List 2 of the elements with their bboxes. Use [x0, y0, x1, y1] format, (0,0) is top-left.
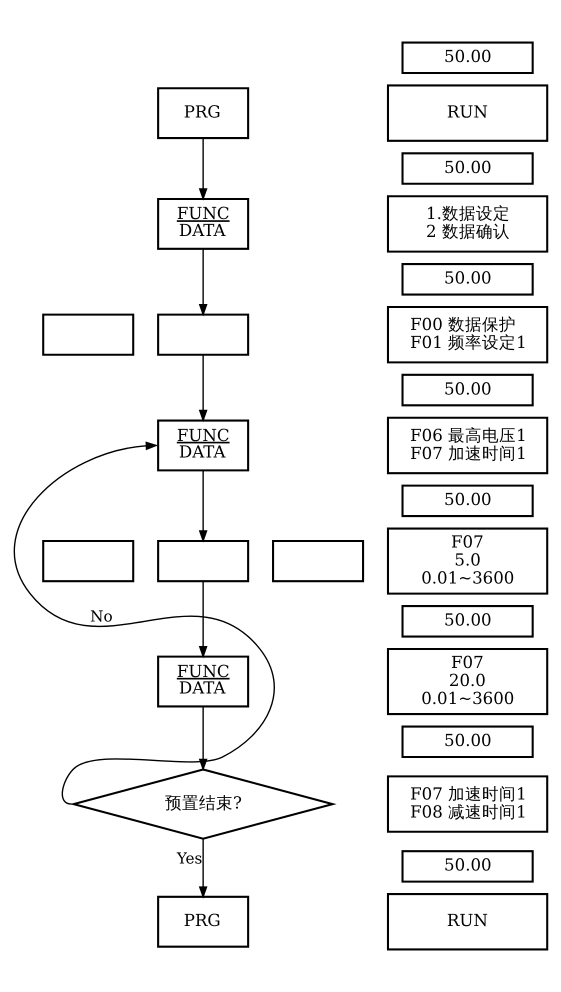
- edge-label: No: [90, 607, 113, 626]
- edge-label: Yes: [176, 850, 202, 868]
